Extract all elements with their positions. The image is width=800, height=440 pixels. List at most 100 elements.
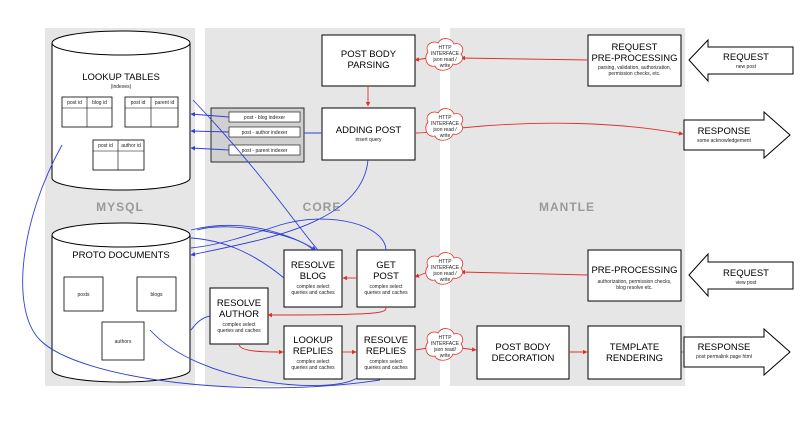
- svg-text:write: write: [440, 63, 451, 69]
- svg-text:RENDERING: RENDERING: [606, 353, 663, 364]
- lookup-tables-subtitle: (indexes): [111, 84, 132, 90]
- svg-text:GET: GET: [376, 260, 396, 271]
- svg-text:DECORATION: DECORATION: [492, 353, 555, 364]
- request-new-post-arrow: REQUEST new post: [688, 38, 794, 83]
- author-indexer: post - author indexer: [242, 130, 288, 136]
- svg-text:parsing, validation, authoriza: parsing, validation, authorization,: [598, 65, 671, 71]
- svg-text:HTTP: HTTP: [438, 259, 452, 265]
- request-view-post-arrow: REQUEST view post: [688, 252, 794, 298]
- svg-text:complex select: complex select: [369, 284, 403, 290]
- post-body-decoration-box: POST BODY DECORATION: [476, 325, 570, 380]
- table1-col1: post id: [67, 100, 82, 106]
- svg-text:write: write: [440, 353, 451, 359]
- svg-text:queries and caches: queries and caches: [364, 365, 408, 371]
- posts-doc: posts: [78, 292, 90, 298]
- svg-text:REPLIES: REPLIES: [366, 346, 406, 357]
- http-interface-cloud-4: HTTP INTERFACE json read/ write: [425, 328, 464, 361]
- svg-text:json read/: json read/: [433, 347, 457, 353]
- svg-text:REQUEST: REQUEST: [723, 52, 769, 63]
- svg-text:permission checks, etc.: permission checks, etc.: [609, 71, 661, 77]
- svg-text:POST: POST: [373, 271, 399, 282]
- blue-connectors: [22, 99, 387, 389]
- svg-text:some acknowledgement: some acknowledgement: [697, 138, 752, 144]
- svg-text:json read /: json read /: [432, 57, 457, 63]
- svg-text:post permalink page html: post permalink page html: [696, 354, 752, 360]
- response-permalink-arrow: RESPONSE post permalink page html: [683, 327, 791, 377]
- svg-text:complex select: complex select: [369, 359, 403, 365]
- response-ack-arrow: RESPONSE some acknowledgement: [683, 110, 791, 160]
- svg-text:INTERFACE: INTERFACE: [431, 51, 460, 57]
- resolve-replies-box: RESOLVE REPLIES complex select queries a…: [356, 325, 416, 380]
- http-interface-cloud-3: HTTP INTERFACE json read / write: [425, 252, 464, 285]
- preprocessing-box: PRE-PROCESSING authorization, permission…: [587, 249, 682, 302]
- post-body-parsing-box: POST BODY PARSING: [321, 34, 416, 87]
- mantle-label: MANTLE: [539, 200, 595, 214]
- svg-text:INTERFACE: INTERFACE: [431, 121, 460, 127]
- svg-text:insert query: insert query: [355, 137, 382, 143]
- lookup-tables-database: LOOKUP TABLES (indexes) post id blog id …: [51, 30, 191, 191]
- svg-text:queries and caches: queries and caches: [217, 328, 261, 334]
- svg-text:json read /: json read /: [432, 271, 457, 277]
- svg-text:POST BODY: POST BODY: [341, 49, 397, 60]
- svg-text:POST BODY: POST BODY: [495, 342, 551, 353]
- lookup-replies-box: LOOKUP REPLIES complex select queries an…: [283, 325, 343, 380]
- svg-text:AUTHOR: AUTHOR: [219, 309, 259, 320]
- request-preprocessing-box: REQUEST PRE-PROCESSING parsing, validati…: [587, 34, 682, 87]
- svg-text:REQUEST: REQUEST: [612, 42, 658, 53]
- table2-col2: parent id: [155, 100, 175, 106]
- svg-text:HTTP: HTTP: [438, 335, 452, 341]
- red-connectors: [238, 55, 684, 355]
- blogs-doc: blogs: [151, 292, 163, 298]
- svg-text:queries and caches: queries and caches: [364, 290, 408, 296]
- svg-text:ADDING POST: ADDING POST: [336, 125, 402, 136]
- svg-text:INTERFACE: INTERFACE: [431, 341, 460, 347]
- table3-col2: author id: [121, 143, 141, 149]
- parent-indexer: post - parent indexer: [242, 148, 288, 154]
- lookup-table-post-parent: post id parent id: [124, 96, 179, 128]
- core-label: CORE: [303, 200, 342, 214]
- lookup-table-post-author: post id author id: [92, 139, 145, 171]
- svg-text:PRE-PROCESSING: PRE-PROCESSING: [591, 265, 677, 276]
- svg-text:json read /: json read /: [432, 127, 457, 133]
- resolve-author-box: RESOLVE AUTHOR complex select queries an…: [209, 287, 269, 345]
- svg-text:REQUEST: REQUEST: [723, 268, 769, 279]
- svg-text:blog resolve etc.: blog resolve etc.: [616, 285, 652, 291]
- svg-text:write: write: [440, 277, 451, 283]
- adding-post-box: ADDING POST insert query: [321, 107, 416, 161]
- svg-text:complex select: complex select: [296, 284, 330, 290]
- svg-text:LOOKUP: LOOKUP: [293, 335, 333, 346]
- table3-col1: post id: [98, 143, 113, 149]
- svg-text:complex select: complex select: [296, 359, 330, 365]
- lookup-table-post-blog: post id blog id: [61, 96, 113, 128]
- svg-text:queries and caches: queries and caches: [291, 290, 335, 296]
- svg-text:INTERFACE: INTERFACE: [431, 265, 460, 271]
- svg-text:BLOG: BLOG: [300, 271, 326, 282]
- svg-text:write: write: [440, 133, 451, 139]
- http-interface-cloud-2: HTTP INTERFACE json read / write: [425, 108, 464, 141]
- svg-text:view post: view post: [736, 280, 757, 286]
- svg-text:RESOLVE: RESOLVE: [364, 335, 408, 346]
- table1-col2: blog id: [92, 100, 107, 106]
- proto-documents-title: PROTO DOCUMENTS: [72, 250, 169, 261]
- svg-text:new post: new post: [736, 64, 757, 70]
- svg-text:PARSING: PARSING: [347, 60, 389, 71]
- mysql-label: MYSQL: [96, 200, 144, 214]
- svg-text:queries and caches: queries and caches: [291, 365, 335, 371]
- http-interface-cloud-1: HTTP INTERFACE json read / write: [425, 38, 464, 71]
- svg-text:RESOLVE: RESOLVE: [217, 298, 261, 309]
- get-post-box: GET POST complex select queries and cach…: [356, 249, 416, 308]
- svg-text:authorization, permission chec: authorization, permission checks,: [598, 279, 672, 285]
- svg-text:complex select: complex select: [222, 322, 256, 328]
- authors-doc: authors: [115, 339, 132, 345]
- svg-text:RESOLVE: RESOLVE: [291, 260, 335, 271]
- svg-text:RESPONSE: RESPONSE: [698, 126, 751, 137]
- svg-text:RESPONSE: RESPONSE: [698, 342, 751, 353]
- blog-indexer: post - blog indexer: [244, 115, 285, 121]
- svg-text:HTTP: HTTP: [438, 45, 452, 51]
- svg-text:PRE-PROCESSING: PRE-PROCESSING: [591, 53, 677, 64]
- svg-text:HTTP: HTTP: [438, 115, 452, 121]
- resolve-blog-box: RESOLVE BLOG complex select queries and …: [283, 249, 343, 308]
- proto-documents-database: PROTO DOCUMENTS posts blogs authors: [51, 222, 191, 383]
- svg-text:TEMPLATE: TEMPLATE: [610, 342, 659, 353]
